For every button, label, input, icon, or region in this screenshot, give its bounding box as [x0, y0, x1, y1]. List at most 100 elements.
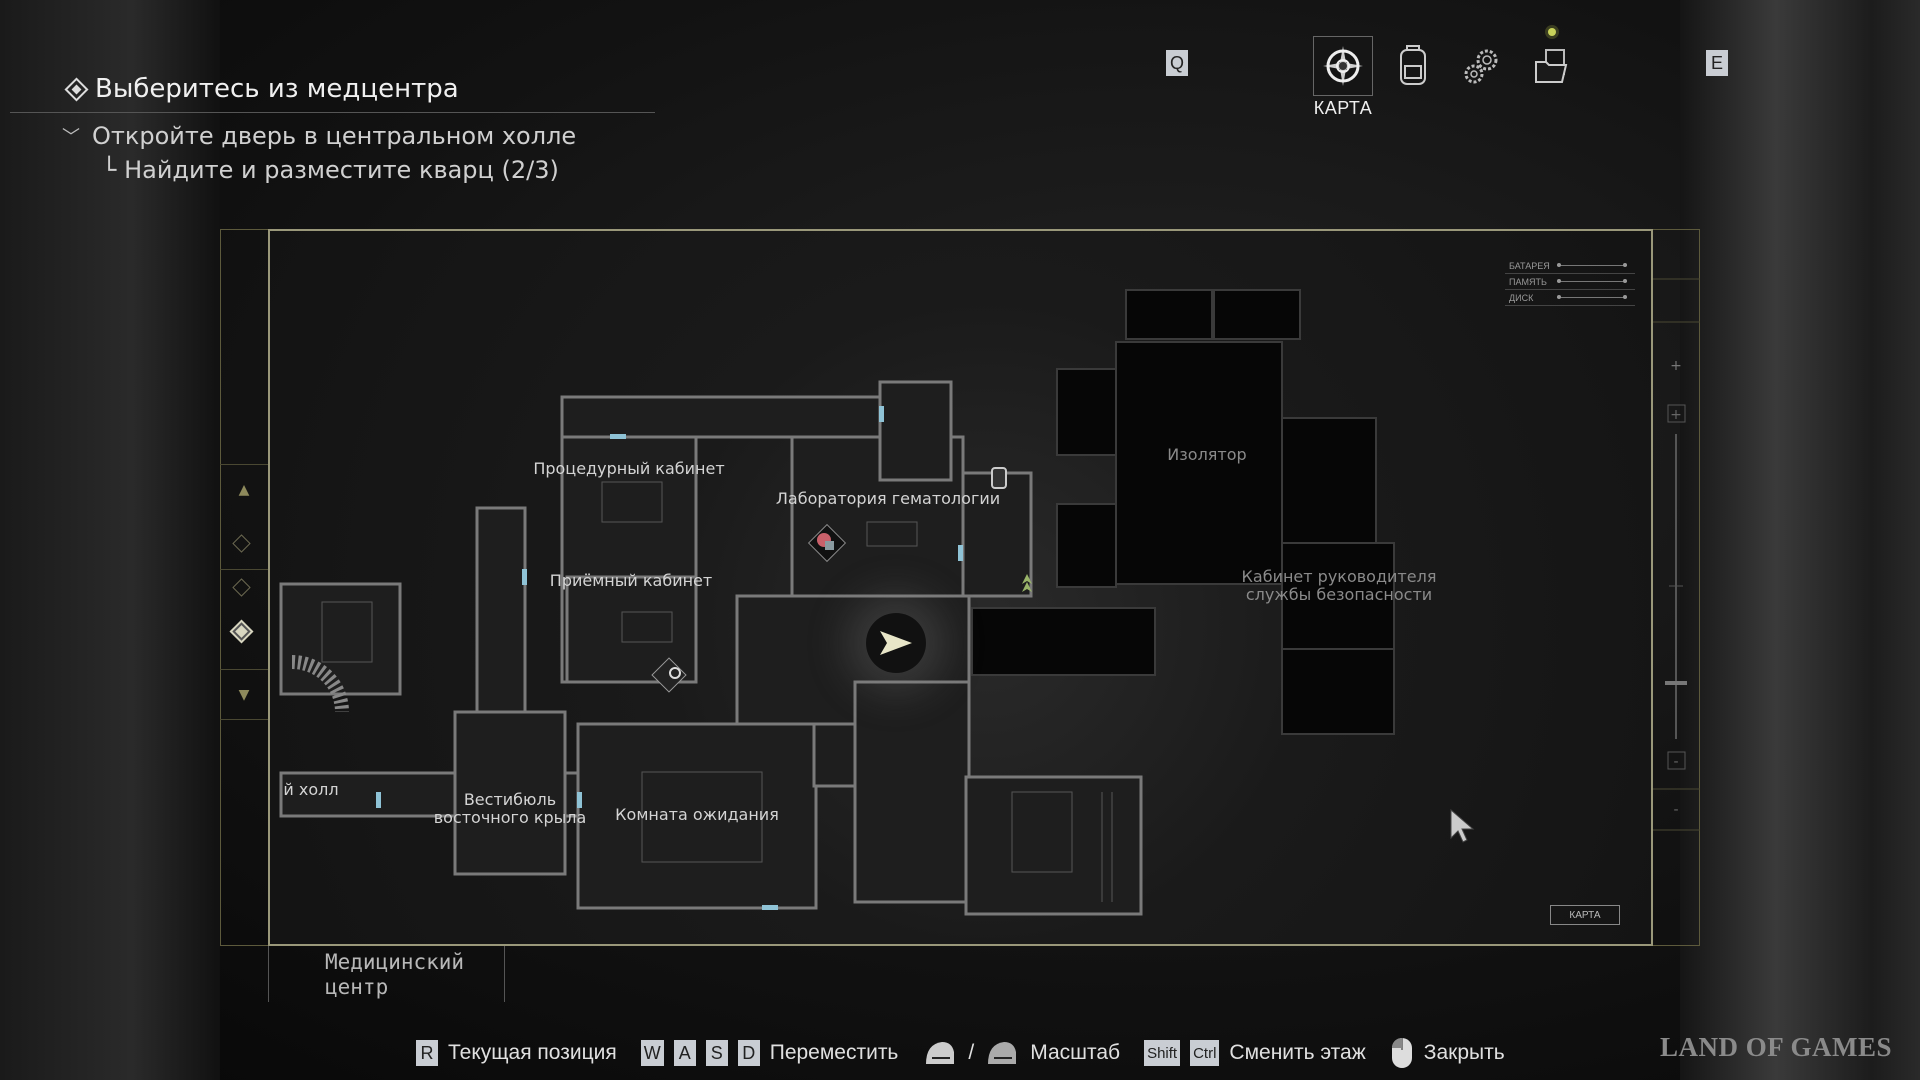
zoom-control: + + - - — [1653, 229, 1700, 946]
svg-text:+: + — [1670, 407, 1682, 423]
room-label-security-head: Кабинет руководителя службы безопасности — [1241, 567, 1437, 604]
player-arrow-icon — [880, 631, 912, 655]
room-dark — [1056, 368, 1117, 456]
mouse-cursor-icon — [1450, 808, 1475, 843]
room-left-corridor — [475, 506, 527, 720]
map-legend-button[interactable]: КАРТА — [1550, 905, 1620, 925]
room-vestibule — [453, 710, 567, 876]
status-memory: ПАМЯТЬ — [1505, 274, 1635, 290]
hint-move: Переместить — [769, 1041, 899, 1064]
room-label-procedure: Процедурный кабинет — [533, 459, 725, 478]
quest-title: Выберитесь из медцентра — [62, 74, 459, 104]
room-label-isolator: Изолятор — [1167, 445, 1247, 464]
key-d: D — [737, 1040, 760, 1066]
mouse-right-click-icon — [1391, 1038, 1412, 1068]
room-right-corridor — [853, 680, 971, 904]
svg-text:-: - — [1673, 754, 1678, 770]
hint-change-floor: Сменить этаж — [1229, 1041, 1366, 1064]
hint-separator: / — [968, 1041, 975, 1064]
save-room-marker-icon — [651, 657, 687, 693]
tab-map[interactable] — [1313, 36, 1373, 96]
quest-subobjective: └ Найдите и разместите кварц (2/3) — [102, 156, 559, 184]
watermark-logo: LAND OF GAMES — [1660, 1032, 1893, 1062]
map-view[interactable]: БАТАРЕЯ ПАМЯТЬ ДИСК — [268, 229, 1653, 946]
door — [958, 545, 963, 561]
quest-title-text: Выберитесь из медцентра — [95, 74, 459, 104]
room-label-reception: Приёмный кабинет — [549, 571, 713, 590]
status-battery-label: БАТАРЕЯ — [1509, 260, 1550, 271]
area-name: Медицинский центр — [268, 946, 505, 1002]
hint-current-position: Текущая позиция — [448, 1041, 617, 1064]
tab-settings[interactable] — [1452, 36, 1512, 96]
room-security-head — [1281, 542, 1395, 650]
quest-divider — [10, 112, 655, 113]
hint-close: Закрыть — [1423, 1041, 1505, 1064]
player-position-marker — [866, 613, 926, 673]
herb-icon — [1022, 574, 1032, 592]
door — [522, 569, 527, 585]
status-disk-label: ДИСК — [1509, 292, 1534, 303]
floor-up-button[interactable]: ▲ — [220, 464, 268, 514]
backpack-icon — [1400, 45, 1426, 85]
floor-down-button[interactable]: ▼ — [220, 669, 268, 719]
prev-tab-key[interactable]: Q — [1166, 50, 1188, 76]
room-waiting — [576, 722, 818, 910]
mouse-wheel-down-icon — [988, 1042, 1017, 1064]
hint-zoom: Масштаб — [1030, 1041, 1121, 1064]
room-dark — [1281, 417, 1377, 544]
gears-icon — [1464, 49, 1498, 84]
key-shift: Shift — [1144, 1040, 1181, 1066]
floor-plan — [279, 289, 1395, 916]
zoom-out-small-icon: - — [1673, 802, 1678, 818]
key-ctrl: Ctrl — [1190, 1040, 1220, 1066]
room-dark — [1125, 289, 1213, 340]
key-s: S — [705, 1040, 728, 1066]
background-right — [1680, 0, 1920, 1080]
room-stairs — [964, 775, 1143, 916]
tab-map-label: КАРТА — [1313, 98, 1373, 118]
room-corridor-top — [560, 395, 882, 439]
key-r[interactable]: R — [416, 1040, 438, 1066]
quest-objective: ﹀ Откройте дверь в центральном холле — [62, 122, 576, 150]
room-label-waiting: Комната ожидания — [615, 805, 779, 824]
tab-inventory[interactable] — [1383, 36, 1443, 96]
door — [610, 434, 626, 439]
compass-map-icon — [1323, 46, 1363, 86]
room-label-hematology: Лаборатория гематологии — [775, 489, 1001, 508]
mouse-wheel-up-icon — [926, 1042, 955, 1064]
tab-files[interactable] — [1522, 36, 1582, 96]
chevron-down-icon: ﹀ — [62, 127, 80, 148]
status-disk-bar — [1557, 295, 1627, 299]
furniture — [321, 481, 1113, 902]
quartz-marker-icon — [807, 523, 847, 563]
room-dark-corridor — [971, 607, 1156, 676]
room-isolator — [1115, 341, 1283, 585]
status-battery: БАТАРЕЯ — [1505, 258, 1635, 274]
room-storage — [878, 380, 953, 482]
room-dark — [1056, 503, 1117, 588]
floor-divider — [220, 569, 268, 570]
room-hematology-side — [961, 471, 1033, 598]
room-small — [812, 722, 857, 788]
zoom-out-button — [1667, 751, 1686, 770]
key-w: W — [640, 1040, 664, 1066]
quest-tracker: Выберитесь из медцентра ﹀ Откройте дверь… — [10, 74, 655, 184]
status-battery-bar — [1557, 263, 1627, 267]
room-east-wing — [279, 582, 402, 696]
door — [577, 792, 582, 808]
quest-diamond-icon — [64, 76, 89, 102]
status-memory-label: ПАМЯТЬ — [1509, 276, 1547, 287]
door — [376, 792, 381, 808]
floor-divider — [220, 719, 268, 720]
status-memory-bar — [1557, 279, 1627, 283]
room-dark — [1281, 648, 1395, 735]
notification-dot-icon — [1548, 28, 1556, 36]
background-left — [0, 0, 220, 1080]
room-label-vestibule: Вестибюль восточного крыла — [433, 790, 587, 827]
floor-selector: ▲ ▼ — [220, 229, 268, 946]
device-status-panel: БАТАРЕЯ ПАМЯТЬ ДИСК — [1505, 258, 1635, 306]
files-icon — [1535, 49, 1568, 83]
room-label-hall: й холл — [283, 780, 339, 799]
doors — [376, 406, 963, 910]
next-tab-key[interactable]: E — [1706, 50, 1728, 76]
